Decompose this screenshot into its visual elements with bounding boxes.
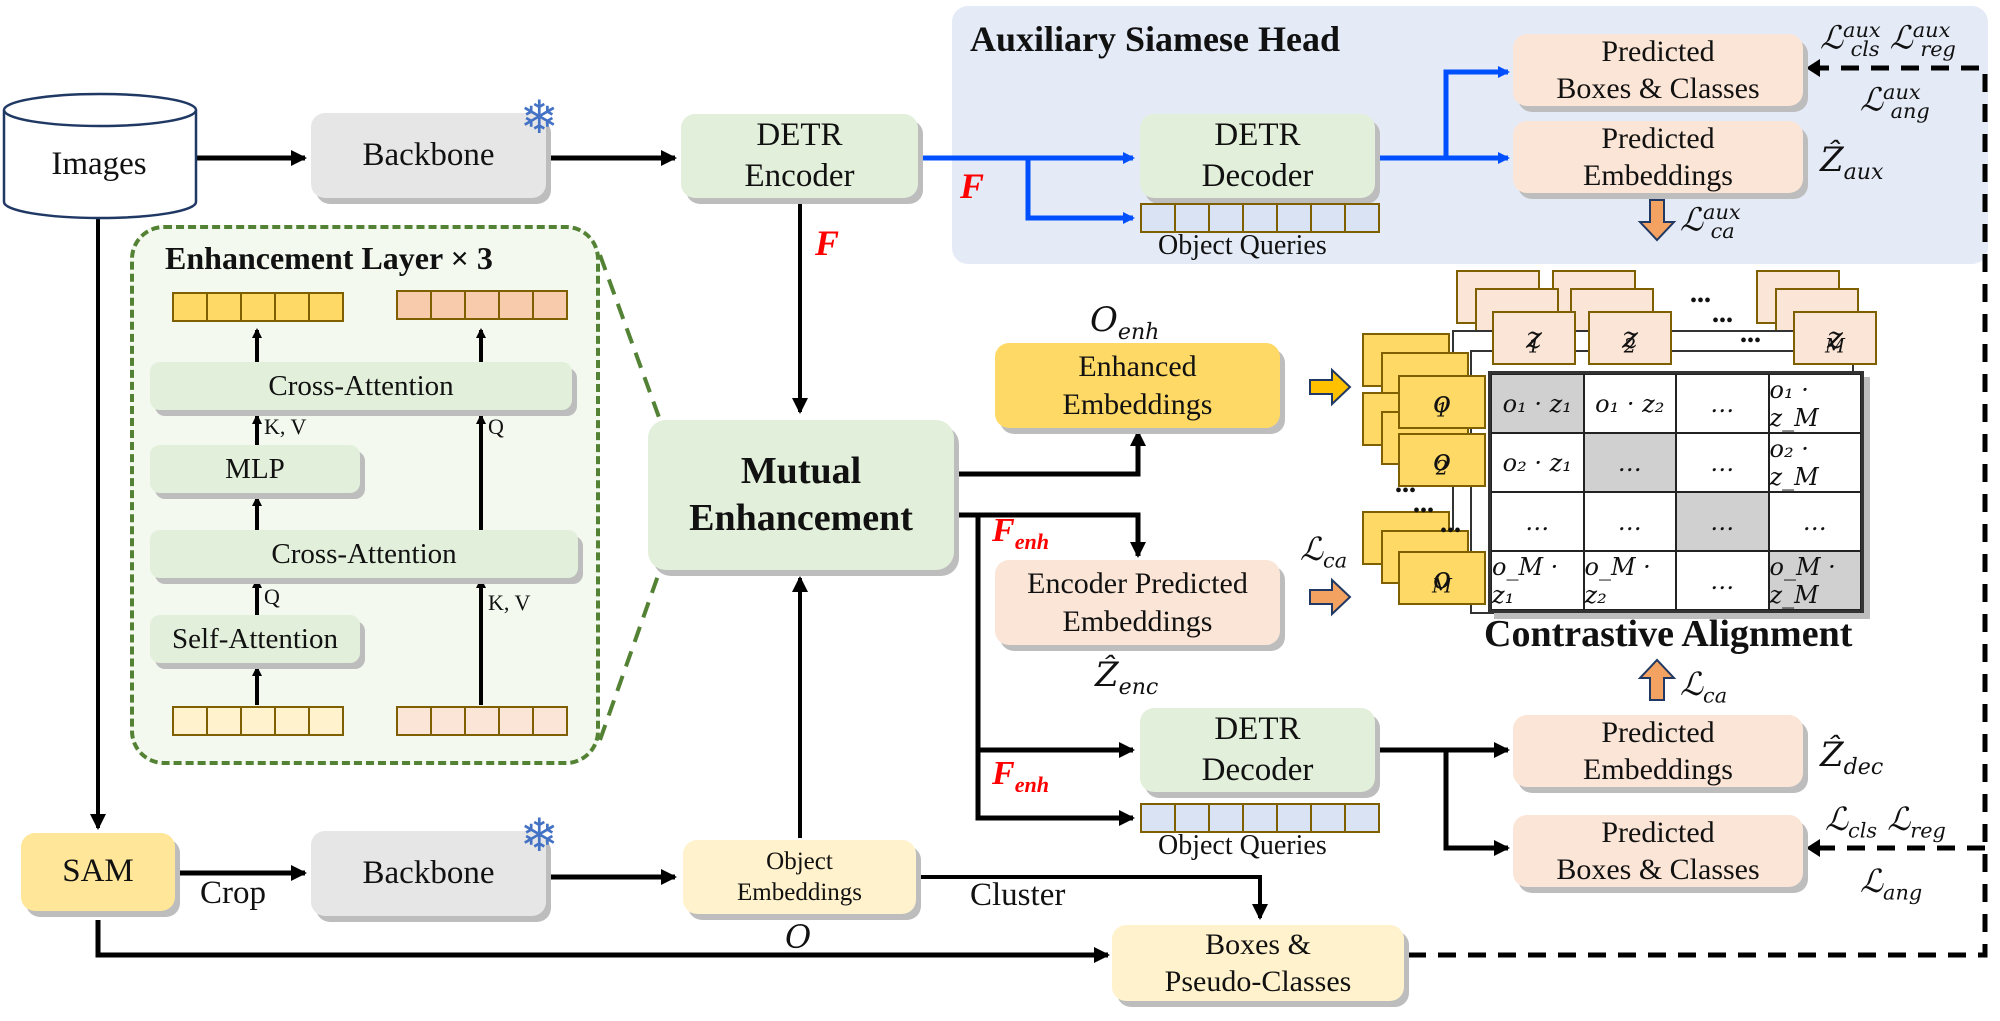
z-ellipsis: •••	[1690, 290, 1712, 312]
matrix-cell: o₁ · z_M	[1768, 374, 1861, 433]
main-pred-boxes: Predicted Boxes & Classes	[1513, 815, 1803, 887]
crop-label: Crop	[200, 875, 266, 911]
enhanced-embeddings: Enhanced Embeddings	[995, 343, 1280, 428]
matrix-cell: o₂ · z_M	[1768, 433, 1861, 492]
z-enc-label: Ẑenc	[1095, 655, 1159, 700]
enhancement-layer-title: Enhancement Layer × 3	[165, 240, 493, 276]
encoder-predicted-embeddings: Encoder Predicted Embeddings	[995, 560, 1280, 645]
main-pred-embeddings: Predicted Embeddings	[1513, 715, 1803, 787]
orange-arrow-up	[1637, 658, 1677, 701]
z-dec-label: Ẑdec	[1820, 735, 1884, 780]
zoom-line-top	[598, 254, 662, 421]
q-top-label: Q	[488, 414, 504, 439]
images-label: Images	[51, 146, 147, 182]
o-ellipsis: •••	[1395, 480, 1417, 502]
f-enh-label-bottom: Fenh	[992, 755, 1050, 797]
f-enh-label-top: Fenh	[992, 512, 1050, 554]
matrix-cell: …	[1676, 551, 1769, 610]
loss-ang: ℒang	[1860, 862, 1923, 905]
orange-arrow-down	[1637, 199, 1677, 242]
loss-ca-aux: ℒauxca	[1680, 200, 1741, 244]
mutual-enhancement: Mutual Enhancement	[648, 420, 954, 570]
images-database: Images	[2, 92, 198, 220]
snowflake-icon: ❄	[520, 810, 559, 861]
enh-in-yellow-tokens	[172, 706, 344, 736]
boxes-pseudo-classes: Boxes & Pseudo-Classes	[1112, 925, 1404, 1001]
matrix-cell: o_M · z₂	[1583, 551, 1676, 610]
loss-ca-up: ℒca	[1680, 665, 1728, 708]
kv-top-label: K, V	[264, 414, 307, 439]
q-bottom-label: Q	[264, 584, 280, 609]
matrix-cell: o₁ · z₁	[1491, 374, 1584, 433]
o-ellipsis: •••	[1413, 500, 1435, 522]
main-object-queries-label: Object Queries	[1158, 830, 1327, 861]
o-enh-label: Oenh	[1090, 300, 1160, 345]
yellow-arrow	[1309, 367, 1352, 407]
sam-block: SAM	[21, 833, 175, 911]
loss-ca-left: ℒca	[1300, 530, 1348, 573]
self-attention-block: Self-Attention	[150, 615, 360, 663]
snowflake-icon: ❄	[520, 92, 559, 143]
loss-ang-aux: ℒauxang	[1860, 80, 1930, 124]
kv-bottom-label: K, V	[488, 590, 531, 615]
matrix-cell: …	[1676, 492, 1769, 551]
z-aux-label: Ẑaux	[1820, 140, 1884, 185]
matrix-cell: …	[1676, 374, 1769, 433]
z-ellipsis: •••	[1712, 310, 1734, 332]
cross-attention-bottom: Cross-Attention	[150, 530, 578, 578]
aux-object-queries-label: Object Queries	[1158, 230, 1327, 261]
backbone-bottom: Backbone	[311, 831, 546, 916]
enh-out-peach-tokens	[396, 290, 568, 320]
matrix-cell: …	[1491, 492, 1584, 551]
feature-f-right: F	[960, 166, 985, 206]
object-embeddings-symbol: O	[785, 918, 812, 956]
aux-pred-boxes: Predicted Boxes & Classes	[1513, 34, 1803, 106]
loss-cls-aux: ℒauxcls ℒauxreg	[1820, 18, 1956, 62]
mlp-block: MLP	[150, 445, 360, 493]
matrix-cell: o_M · z₁	[1491, 551, 1584, 610]
zoom-line-bottom	[598, 569, 662, 741]
aux-object-queries	[1140, 203, 1380, 233]
cluster-label: Cluster	[970, 877, 1066, 913]
matrix-cell: …	[1676, 433, 1769, 492]
aux-head-title: Auxiliary Siamese Head	[970, 19, 1340, 59]
matrix-cell: …	[1583, 433, 1676, 492]
enh-in-peach-tokens	[396, 706, 568, 736]
main-object-queries	[1140, 803, 1380, 833]
feature-f-down: F	[815, 223, 840, 263]
main-detr-decoder: DETR Decoder	[1140, 708, 1375, 792]
orange-arrow	[1309, 577, 1352, 617]
cross-attention-top: Cross-Attention	[150, 362, 572, 410]
enh-out-yellow-tokens	[172, 292, 344, 322]
matrix-cell: o_M · z_M	[1768, 551, 1861, 610]
similarity-matrix: o₁ · z₁ o₁ · z₂ … o₁ · z_M o₂ · z₁ … … o…	[1488, 371, 1864, 613]
object-embeddings: Object Embeddings	[683, 840, 916, 914]
backbone-top: Backbone	[311, 113, 546, 198]
loss-cls-reg: ℒcls ℒreg	[1825, 800, 1946, 843]
matrix-cell: o₁ · z₂	[1583, 374, 1676, 433]
matrix-cell: …	[1768, 492, 1861, 551]
matrix-cell: o₂ · z₁	[1491, 433, 1584, 492]
z-ellipsis: •••	[1740, 330, 1762, 352]
aux-pred-embeddings: Predicted Embeddings	[1513, 121, 1803, 193]
aux-detr-decoder: DETR Decoder	[1140, 114, 1375, 198]
o-ellipsis: •••	[1440, 520, 1462, 542]
matrix-cell: …	[1583, 492, 1676, 551]
contrastive-alignment-title: Contrastive Alignment	[1484, 613, 1853, 655]
detr-encoder: DETR Encoder	[681, 114, 918, 198]
